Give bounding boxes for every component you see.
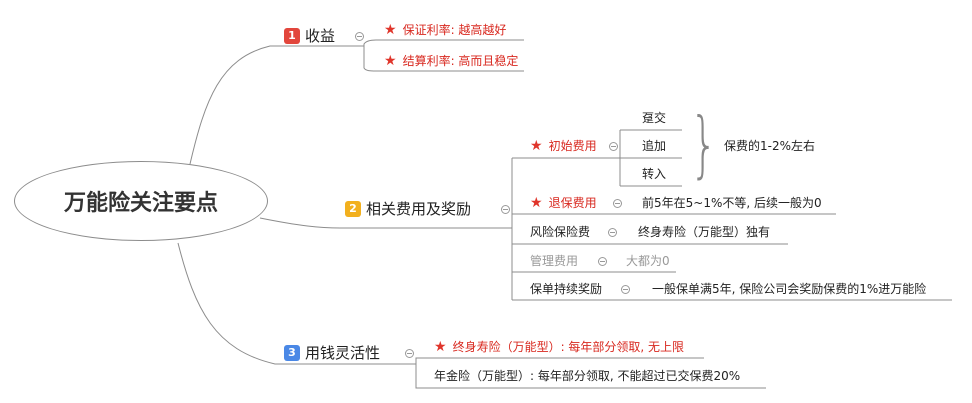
connector-b3-item1	[415, 357, 704, 364]
connector-b1-item1	[363, 39, 524, 46]
collapse-toggle-surrender[interactable]	[613, 199, 622, 208]
connector-branch3	[177, 242, 416, 365]
collapse-toggle-branch2[interactable]	[501, 205, 510, 214]
branch-returns-label: 收益	[305, 27, 336, 45]
connector-branch1	[189, 45, 364, 165]
connector-b1-item2	[363, 46, 524, 72]
item-surrender-fee[interactable]: ★退保费用	[530, 195, 597, 211]
item-annuity-withdrawal[interactable]: 年金险（万能型）: 每年部分领取, 不能超过已交保费20%	[434, 369, 741, 383]
star-icon: ★	[530, 138, 543, 154]
star-icon: ★	[434, 339, 447, 355]
item-initial-fee[interactable]: ★初始费用	[530, 138, 597, 154]
item-persistence-bonus[interactable]: 保单持续奖励	[530, 282, 603, 296]
branch-flexibility-label: 用钱灵活性	[305, 344, 381, 362]
collapse-toggle-bonus[interactable]	[621, 285, 630, 294]
branch-returns[interactable]: 1 收益	[284, 26, 335, 46]
collapse-toggle-risk[interactable]	[608, 228, 617, 237]
star-icon: ★	[384, 53, 397, 69]
star-icon: ★	[384, 22, 397, 38]
collapse-toggle-branch1[interactable]	[355, 32, 364, 41]
branch-flexibility[interactable]: 3 用钱灵活性	[284, 343, 380, 363]
initial-fee-lump-sum[interactable]: 趸交	[642, 111, 667, 125]
item-whole-life-withdrawal[interactable]: ★终身寿险（万能型）: 每年部分领取, 无上限	[434, 339, 685, 355]
connector-b3-item2	[415, 364, 766, 389]
risk-fee-note[interactable]: 终身寿险（万能型）独有	[638, 225, 771, 239]
badge-2: 2	[345, 201, 361, 217]
collapse-toggle-mgmt[interactable]	[598, 257, 607, 266]
item-risk-fee[interactable]: 风险保险费	[530, 225, 591, 239]
mgmt-fee-note[interactable]: 大都为0	[626, 254, 670, 268]
initial-fee-additional[interactable]: 追加	[642, 139, 667, 153]
surrender-fee-note[interactable]: 前5年在5~1%不等, 后续一般为0	[642, 196, 822, 210]
bonus-note[interactable]: 一般保单满5年, 保险公司会奖励保费的1%进万能险	[652, 282, 927, 296]
root-title: 万能险关注要点	[63, 191, 218, 216]
item-mgmt-fee[interactable]: 管理费用	[530, 254, 579, 268]
initial-fee-transfer[interactable]: 转入	[642, 167, 667, 181]
brace-symbol: }	[690, 102, 718, 186]
item-guaranteed-rate[interactable]: ★保证利率: 越高越好	[384, 22, 507, 38]
badge-1: 1	[284, 28, 300, 44]
collapse-toggle-branch3[interactable]	[405, 349, 414, 358]
branch-fees-label: 相关费用及奖励	[366, 200, 472, 218]
initial-fee-note[interactable]: 保费的1-2%左右	[724, 139, 816, 153]
root-node[interactable]: 万能险关注要点	[14, 161, 268, 241]
branch-fees[interactable]: 2 相关费用及奖励	[345, 199, 471, 219]
connector-branch2	[259, 217, 512, 229]
item-settlement-rate[interactable]: ★结算利率: 高而且稳定	[384, 53, 519, 69]
badge-3: 3	[284, 345, 300, 361]
collapse-toggle-initial-fee[interactable]	[609, 142, 618, 151]
star-icon: ★	[530, 195, 543, 211]
